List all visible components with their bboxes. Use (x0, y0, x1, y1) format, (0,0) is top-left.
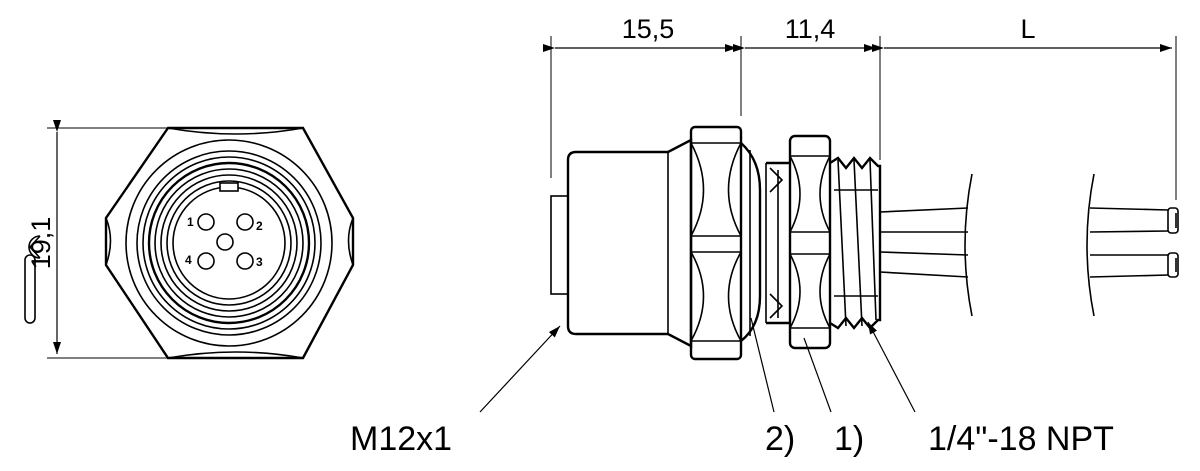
o-ring (740, 142, 762, 342)
connector-length-label: 15,5 (622, 14, 675, 44)
item-2-callout: 2) (765, 420, 795, 458)
pin-label-2: 2 (256, 219, 263, 233)
side-view: 15,5 11,4 L (350, 14, 1179, 458)
cable-break-left (964, 173, 973, 317)
hex-body (689, 125, 743, 361)
panel-thread-callout: 1/4"-18 NPT (928, 420, 1114, 458)
dimension-thread-length: 11,4 (733, 14, 876, 52)
pin-2 (236, 213, 254, 231)
socket-face (550, 195, 569, 295)
wrench-icon (24, 235, 41, 324)
pin-3 (236, 252, 254, 270)
panel-thread-left (765, 161, 790, 325)
pin-label-4: 4 (185, 253, 192, 267)
thread-length-label: 11,4 (785, 14, 836, 44)
contact-pins: 1 2 3 4 (185, 213, 263, 270)
item-1-callout: 1) (834, 420, 864, 458)
pin-4 (197, 252, 215, 270)
cable-break-right (1086, 173, 1095, 317)
pin-label-3: 3 (256, 255, 263, 269)
pin-5 (216, 233, 234, 251)
front-view: 19,1 1 2 (24, 120, 355, 360)
dimension-width-across-flats: 19,1 (26, 120, 168, 359)
coupling-body (566, 138, 693, 348)
panel-nut (788, 134, 832, 350)
cable-length-label: L (1020, 14, 1035, 44)
panel-thread-right (829, 156, 882, 330)
pin-1 (197, 213, 215, 231)
dimension-cable-length: L (872, 14, 1172, 52)
leader-lines (479, 317, 916, 413)
cable-wires (879, 173, 1179, 317)
coupling-thread-callout: M12x1 (350, 420, 452, 458)
pin-label-1: 1 (187, 215, 194, 229)
width-across-flats-label: 19,1 (26, 217, 56, 270)
dimension-connector-length: 15,5 (543, 14, 737, 52)
